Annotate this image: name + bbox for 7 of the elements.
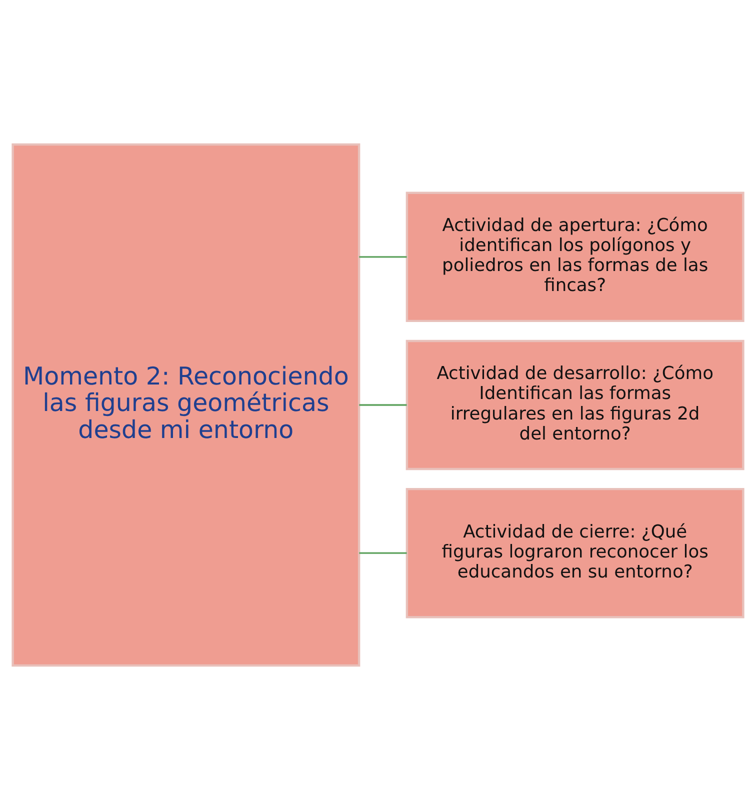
- node-box: Actividad de desarrollo: ¿Cómo Identifican las formas irregulares en las figuras 2d del entorno?: [406, 339, 744, 470]
- connector: [359, 552, 407, 554]
- node-box: Momento 2: Reconociendo las figuras geométricas desde mi entorno: [12, 142, 360, 666]
- connector: [359, 404, 407, 406]
- node-box: Actividad de apertura: ¿Cómo identifican los polígonos y poliedros en las formas de las fincas?: [406, 191, 744, 322]
- connector: [359, 256, 407, 258]
- node-box: Actividad de cierre: ¿Qué figuras lograron reconocer los educandos en su entorno?: [406, 487, 744, 618]
